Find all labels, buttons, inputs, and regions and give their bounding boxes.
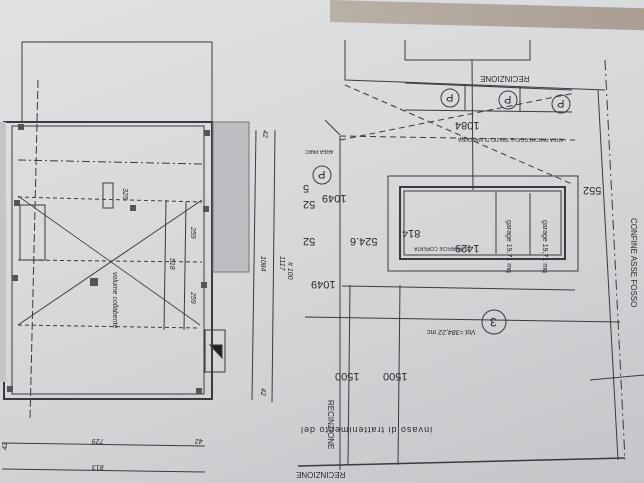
dim-right-margin: 42 [195,437,203,444]
fence-bottom-label: RECINZIONE [296,470,346,479]
dim-total-height: 1117 [278,256,285,271]
dim-bottom-margin: 42 [259,388,266,396]
parking-icon: P [318,168,326,180]
tank-number: 3 [490,315,497,329]
dim-1084: 1084 [455,119,480,131]
dim-524: 524.6 [350,235,378,247]
dim-1049-bottom: 1049 [311,278,336,290]
parking-symbols [312,88,571,185]
fence-top-label: RECINZIONE [480,74,530,83]
dim-52-top: 52 [303,198,316,210]
dim-span-a: 259 [189,227,196,239]
dim-inner-width: 729 [92,437,104,444]
dim-52-mid: 52 [303,235,316,247]
dim-814: 814 [402,227,421,239]
section-mark: # 100 [286,262,293,280]
dim-552: 552 [583,184,602,196]
tank-label: invaso di trattenimento del [300,425,433,435]
dim-1500-a: 1500 [335,370,360,382]
parking-icon: P [557,97,565,109]
parking-small-label: AREA PARC [305,148,334,154]
garage-2-area: 19,71 mq [541,243,548,273]
dim-small: 325 [121,188,128,200]
parking-icon: P [446,91,454,103]
dim-left-margin: 42 [2,442,9,450]
garage-2: garage 19,71 mq [541,220,548,273]
dim-total-width: 813 [92,463,104,470]
dim-inner-height: 1084 [259,256,266,272]
site-plan [297,40,644,470]
dim-span-total: 518 [168,258,175,270]
volume-label: volume collabente [111,272,118,329]
dim-1500-b: 1500 [383,370,408,382]
parking-area-label: AREA PARCHEGGIO E SPAZIO DI MANOVRA [458,136,564,142]
parking-icon: P [504,93,512,105]
dim-5: 5 [303,182,310,194]
left-building-plan [0,41,276,473]
boundary-label: CONFINE ASSE FOSSO [629,218,638,308]
dim-top-margin: 42 [261,130,268,138]
dim-span-b: 259 [189,292,196,304]
covered-area-label: SUPERFICIE COPERTA [414,245,470,251]
garage-2-label: garage [541,220,548,242]
tank-volume: Vol.=384,22 mc [427,328,476,335]
dim-1049-top: 1049 [322,192,347,204]
garage-1-label: garage [505,220,512,242]
garage-1: garage 19,71 mq [505,220,512,273]
garage-1-area: 19,71 mq [505,243,512,273]
